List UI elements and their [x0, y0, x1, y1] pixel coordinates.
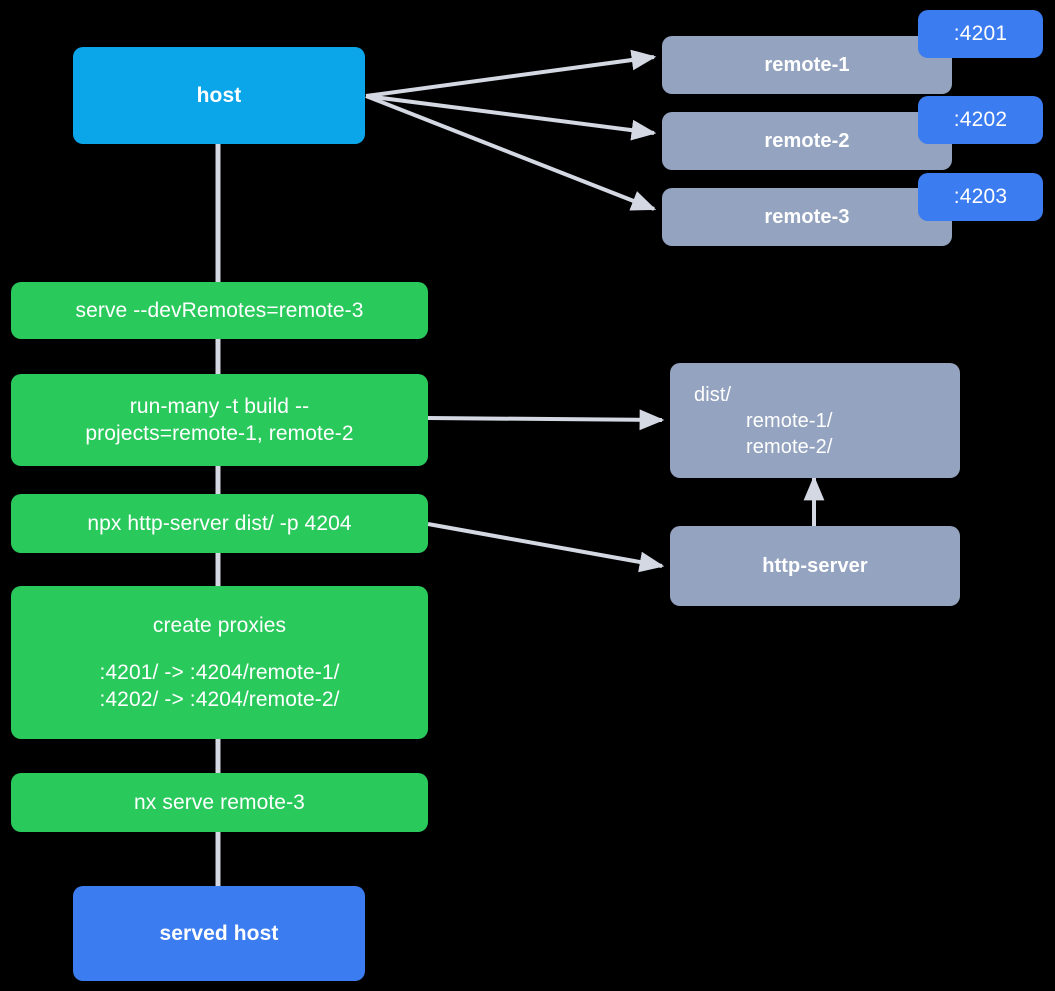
port-badge-remote-2-label: :4202: [953, 108, 1008, 131]
node-command-serve-devremotes[interactable]: serve --devRemotes=remote-3: [11, 282, 428, 339]
node-command-create-proxies[interactable]: create proxies :4201/ -> :4204/remote-1/…: [11, 586, 428, 739]
node-remote-2-label: remote-2: [764, 130, 850, 152]
node-command-npx-http-server[interactable]: npx http-server dist/ -p 4204: [11, 494, 428, 553]
node-remote-2[interactable]: remote-2: [662, 112, 952, 170]
node-command-run-many-build[interactable]: run-many -t build -- projects=remote-1, …: [11, 374, 428, 466]
node-remote-3[interactable]: remote-3: [662, 188, 952, 246]
node-served-host[interactable]: served host: [73, 886, 365, 981]
node-remote-1-label: remote-1: [764, 54, 850, 76]
dist-child-label: remote-2/: [746, 435, 833, 458]
node-remote-1[interactable]: remote-1: [662, 36, 952, 94]
node-host[interactable]: host: [73, 47, 365, 144]
dist-root-label: dist/: [694, 383, 732, 406]
node-remote-3-label: remote-3: [764, 206, 850, 228]
edge-host-to-remote-1: [365, 49, 657, 98]
command-line: projects=remote-1, remote-2: [85, 422, 354, 445]
port-badge-remote-2: :4202: [918, 96, 1043, 144]
node-served-host-label: served host: [159, 921, 279, 945]
command-line: npx http-server dist/ -p 4204: [87, 511, 352, 535]
edge-npx-to-http-server: [427, 522, 665, 573]
command-line: create proxies: [152, 613, 287, 637]
edge-host-to-remote-2: [365, 94, 657, 141]
command-line: :4201/ -> :4204/remote-1/: [99, 660, 340, 684]
port-badge-remote-3: :4203: [918, 173, 1043, 221]
dist-child-label: remote-1/: [746, 409, 833, 432]
node-http-server-label: http-server: [762, 555, 868, 577]
command-line: run-many -t build --: [129, 394, 310, 418]
port-badge-remote-1: :4201: [918, 10, 1043, 58]
port-badge-remote-3-label: :4203: [953, 185, 1008, 208]
edge-run-many-to-dist: [427, 409, 665, 431]
command-line: :4202/ -> :4204/remote-2/: [99, 688, 340, 712]
node-host-label: host: [196, 83, 242, 107]
command-line: nx serve remote-3: [134, 790, 305, 814]
node-http-server[interactable]: http-server: [670, 526, 960, 606]
node-command-nx-serve-remote-3[interactable]: nx serve remote-3: [11, 773, 428, 832]
port-badge-remote-1-label: :4201: [953, 22, 1008, 45]
node-dist-folder[interactable]: dist/ remote-1/ remote-2/: [670, 363, 960, 478]
command-line: serve --devRemotes=remote-3: [75, 298, 364, 322]
edge-host-to-remote-3: [365, 94, 657, 211]
